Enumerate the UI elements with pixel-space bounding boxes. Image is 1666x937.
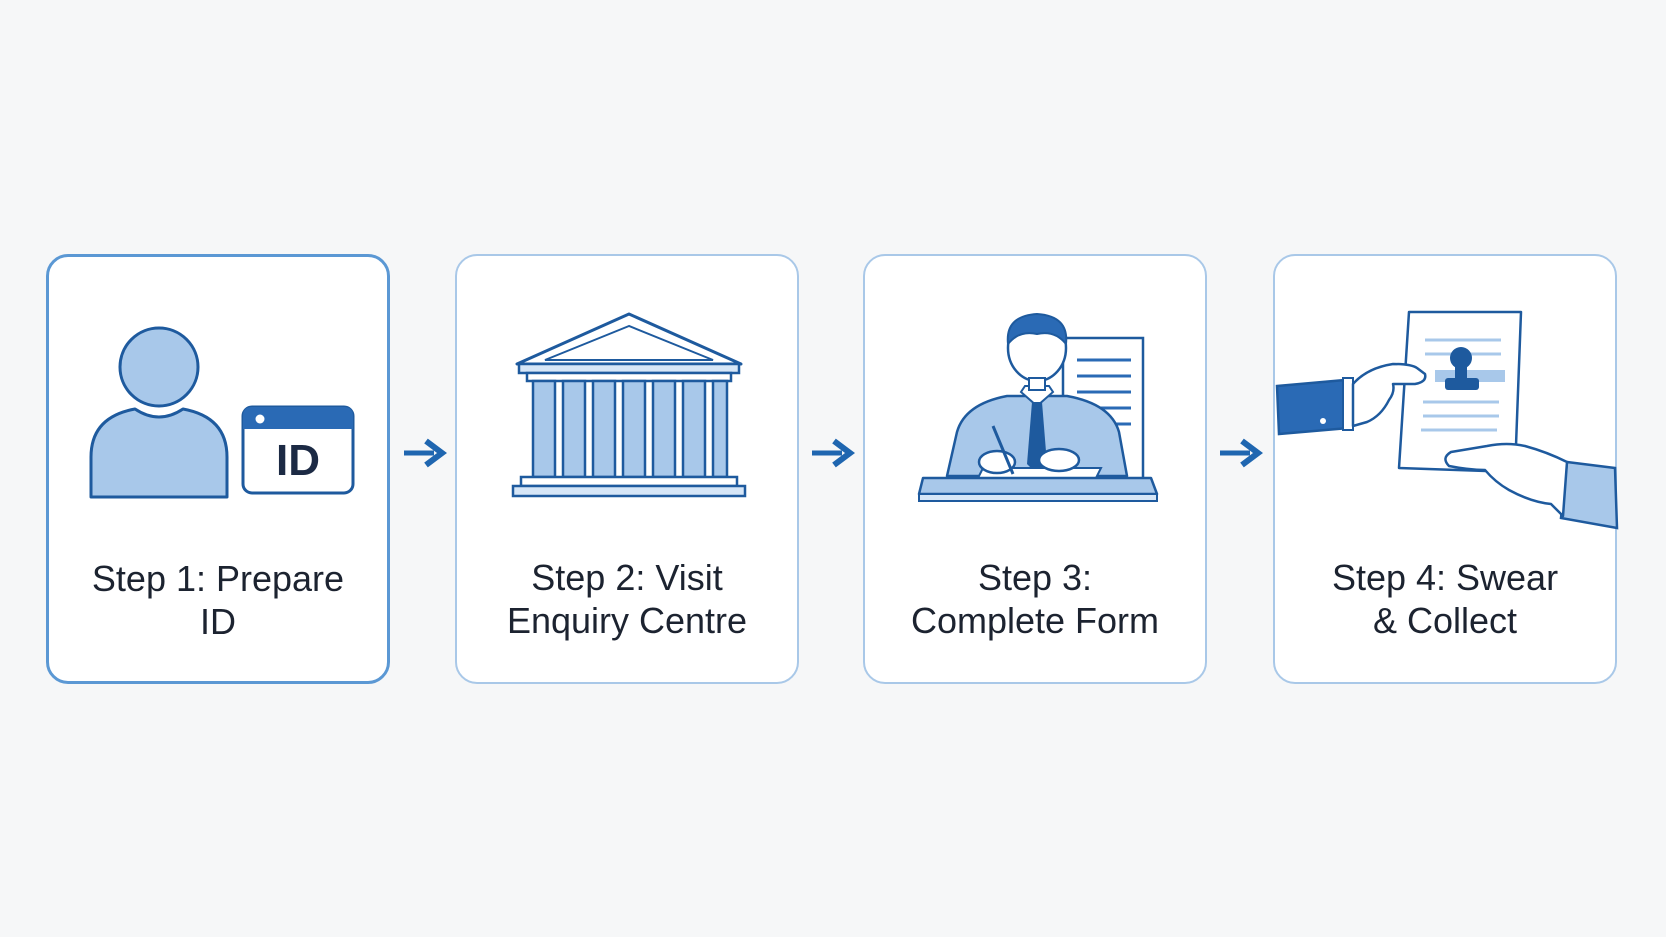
person-with-id-card-icon: ID xyxy=(49,257,387,537)
arrow-right-icon xyxy=(812,438,855,468)
step-card-visit-enquiry-centre: Step 2: Visit Enquiry Centre xyxy=(455,254,799,684)
hands-exchanging-stamped-document-icon xyxy=(1275,256,1619,536)
person-writing-form-icon xyxy=(865,256,1205,536)
step-label: Step 3: Complete Form xyxy=(910,557,1160,641)
step-label: Step 4: Swear & Collect xyxy=(1331,557,1559,641)
step-card-prepare-id: ID Step 1: Prepare ID xyxy=(46,254,390,684)
step-card-complete-form: Step 3: Complete Form xyxy=(863,254,1207,684)
step-card-swear-collect: Step 4: Swear & Collect xyxy=(1273,254,1619,684)
id-card-label: ID xyxy=(276,436,320,485)
arrow-right-icon xyxy=(1220,438,1263,468)
arrow-right-icon xyxy=(404,438,447,468)
step-label: Step 2: Visit Enquiry Centre xyxy=(506,557,748,641)
step-label: Step 1: Prepare ID xyxy=(91,558,345,642)
government-building-icon xyxy=(457,256,797,536)
